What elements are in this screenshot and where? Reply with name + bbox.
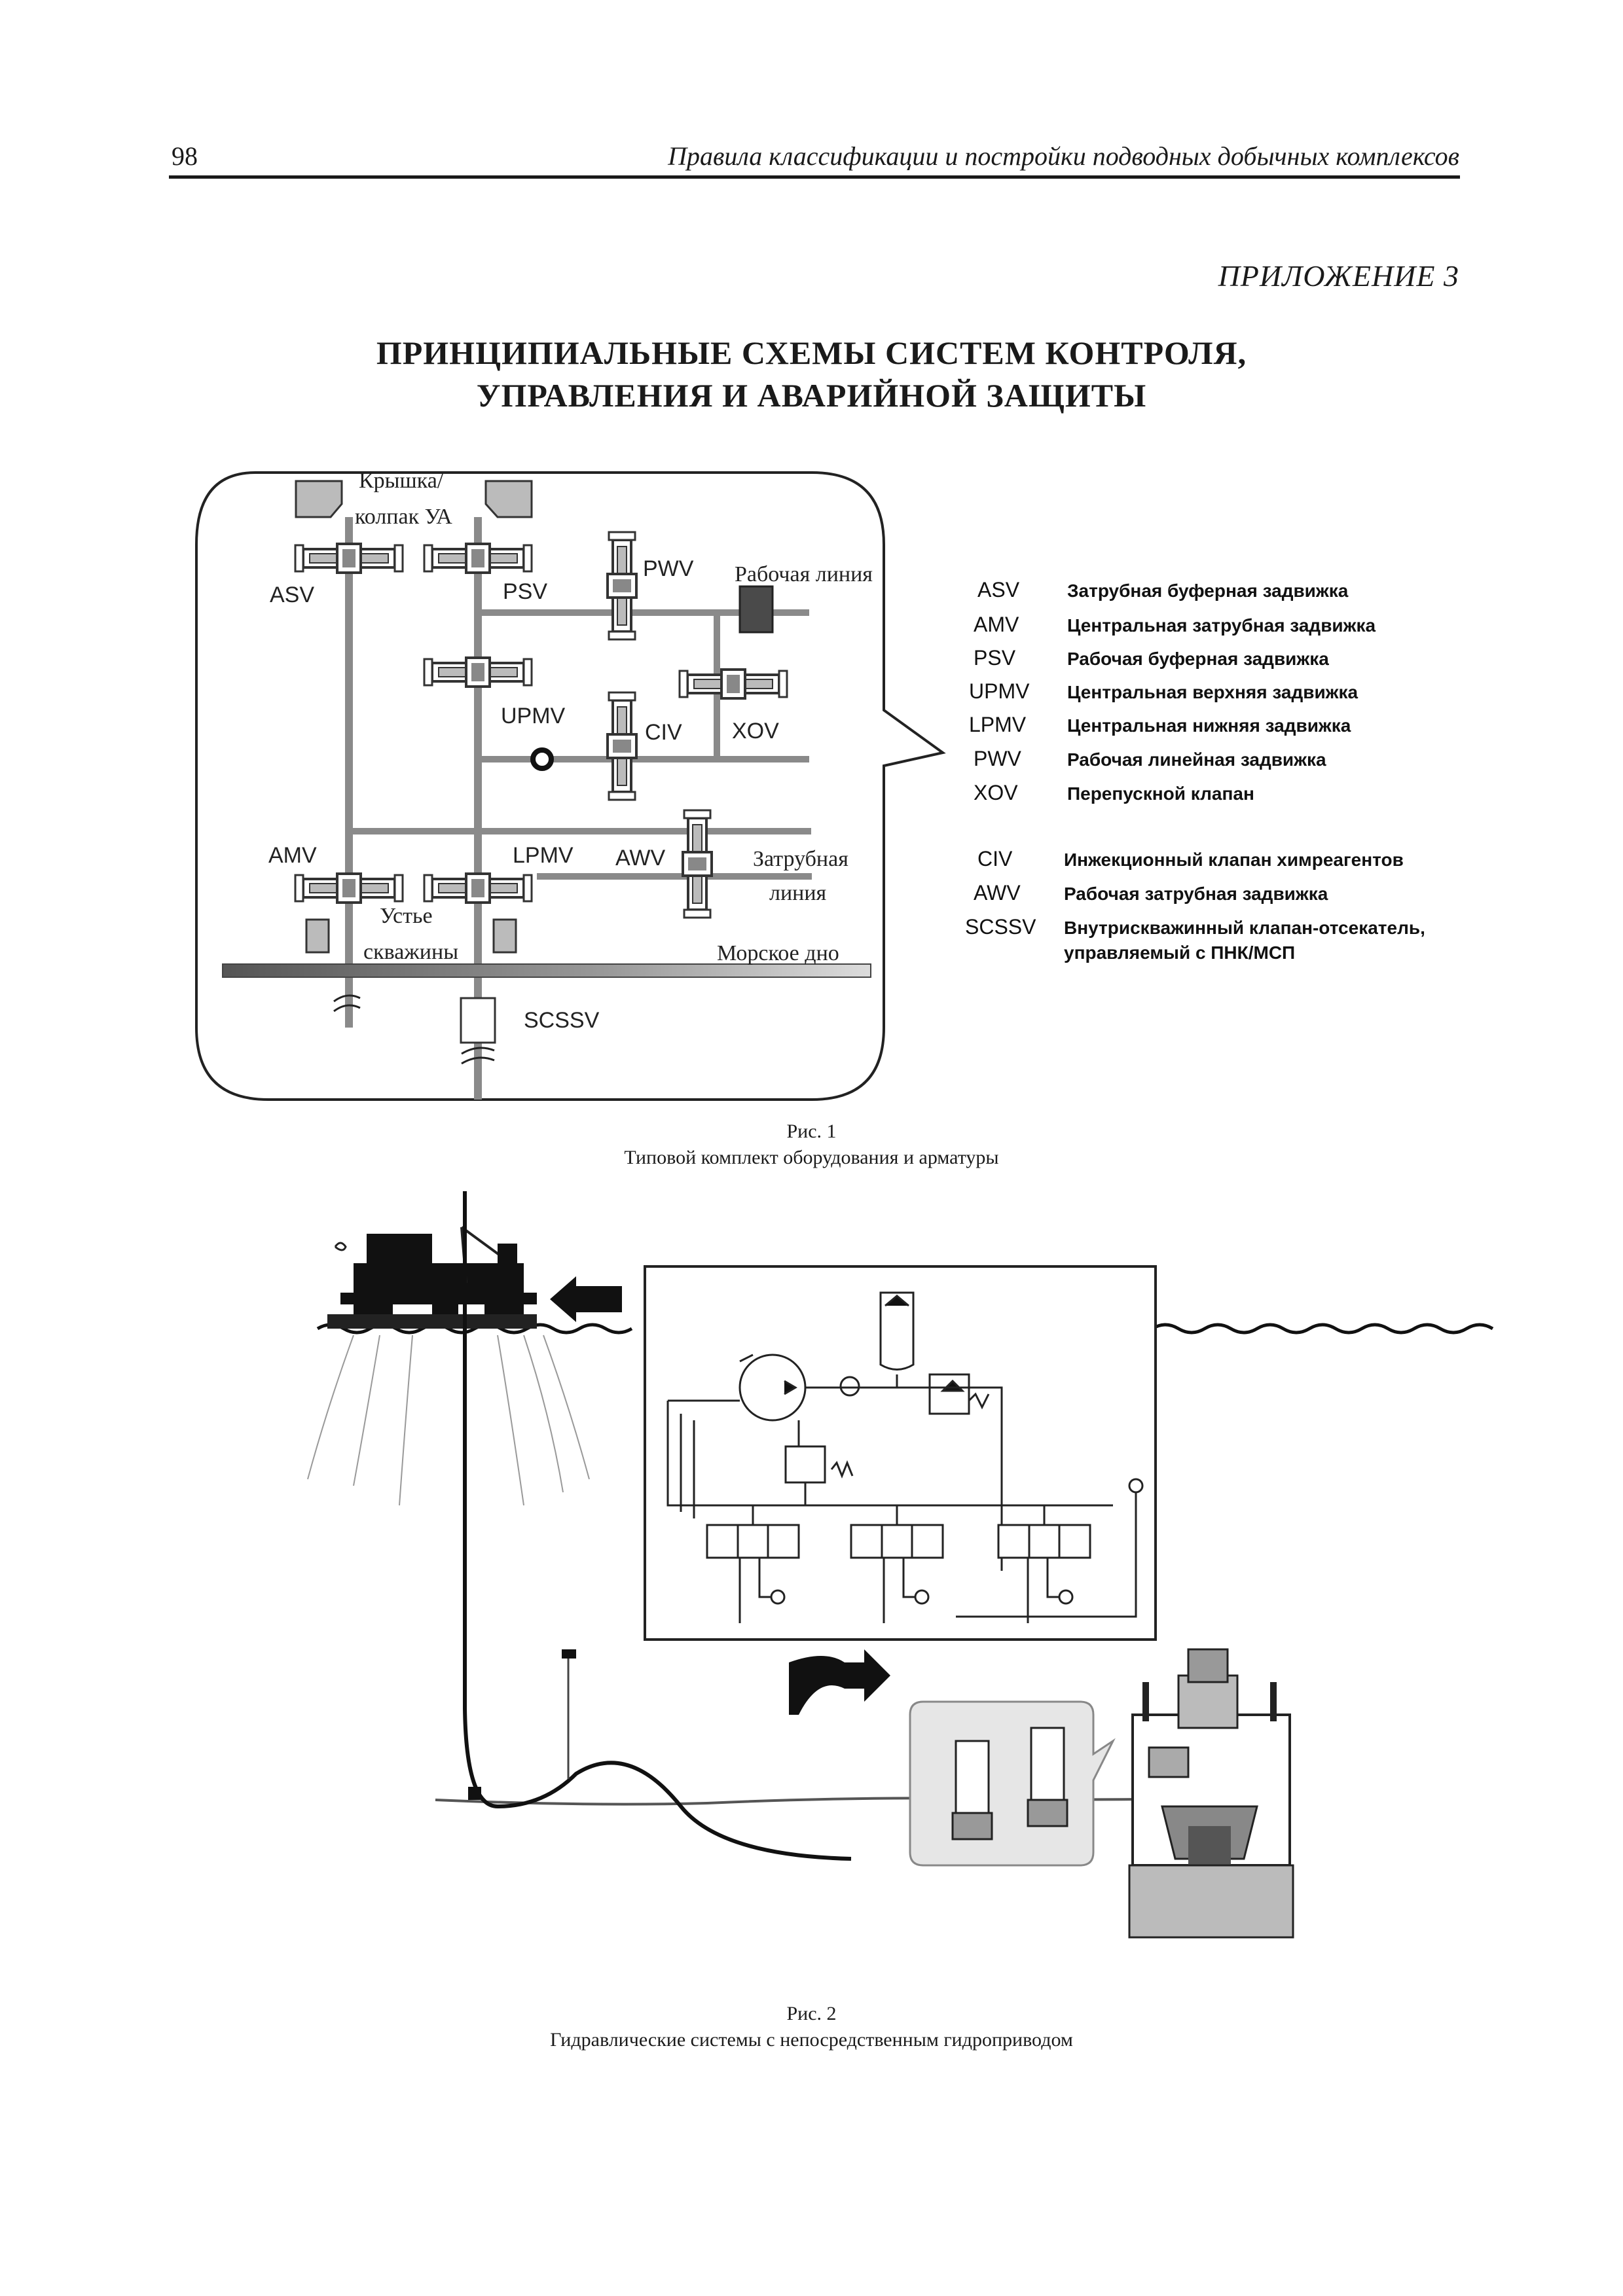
umbilical-line bbox=[463, 1191, 852, 1861]
legend-desc-scssv-2: управляемый с ПНК/МСП bbox=[1064, 942, 1295, 963]
seabed-bar bbox=[222, 963, 871, 978]
legend-code-upmv: UPMV bbox=[969, 679, 1030, 703]
legend-desc-xov: Перепускной клапан bbox=[1067, 783, 1254, 804]
header-rule bbox=[169, 175, 1460, 179]
running-header: Правила классификации и постройки подвод… bbox=[668, 141, 1459, 171]
actuator-callout bbox=[909, 1700, 1116, 1867]
legend-desc-civ: Инжекционный клапан химреагентов bbox=[1064, 850, 1404, 870]
arrow-to-panel-icon bbox=[550, 1276, 622, 1322]
legend: ASV Затрубная буферная задвижка AMV Цент… bbox=[965, 578, 1425, 963]
legend-code-xov: XOV bbox=[974, 781, 1018, 804]
legend-desc-asv: Затрубная буферная задвижка bbox=[1067, 581, 1349, 601]
curved-arrow-icon bbox=[789, 1649, 890, 1715]
production-platform bbox=[327, 1226, 537, 1329]
psv-valve bbox=[423, 543, 533, 574]
amv-valve bbox=[294, 872, 404, 904]
annulus-bore bbox=[345, 517, 353, 1028]
anchor-block-icon bbox=[468, 1787, 481, 1800]
work-line-block bbox=[739, 585, 774, 634]
page-title-line-2: УПРАВЛЕНИЯ И АВАРИЙНОЙ ЗАЩИТЫ bbox=[476, 377, 1147, 414]
legend-code-lpmv: LPMV bbox=[969, 713, 1027, 736]
xov-valve bbox=[678, 668, 788, 700]
legend-desc-lpmv: Центральная нижняя задвижка bbox=[1067, 715, 1351, 736]
legend-desc-psv: Рабочая буферная задвижка bbox=[1067, 649, 1329, 669]
figure-2-caption: Гидравлические системы с непосредственны… bbox=[550, 2029, 1073, 2051]
page-number: 98 bbox=[172, 141, 198, 171]
annulus-label-2: линия bbox=[769, 881, 827, 905]
seabed-label: Морское дно bbox=[717, 941, 839, 965]
tree-cap-right bbox=[484, 480, 533, 518]
tree-cap-left bbox=[295, 480, 343, 518]
legend-code-scssv: SCSSV bbox=[965, 915, 1036, 939]
pwv-valve bbox=[606, 531, 638, 641]
xov-label: XOV bbox=[732, 719, 779, 744]
crossover-line bbox=[353, 828, 811, 834]
annulus-label-1: Затрубная bbox=[753, 847, 848, 871]
mooring-lines bbox=[307, 1335, 590, 1506]
scssv-label: SCSSV bbox=[524, 1008, 600, 1033]
asv-label: ASV bbox=[270, 583, 314, 607]
legend-code-civ: CIV bbox=[977, 847, 1013, 870]
wellhead-label-1: Устье bbox=[380, 904, 433, 928]
figure-1-wellhead-schematic: Крышка/ колпак УА ASV PSV PWV Рабочая ли… bbox=[195, 469, 1425, 1101]
legend-desc-upmv: Центральная верхняя задвижка bbox=[1067, 682, 1359, 702]
legend-code-asv: ASV bbox=[977, 578, 1020, 601]
injection-check-valve bbox=[530, 747, 554, 771]
pwv-label: PWV bbox=[643, 556, 694, 581]
sea-surface-right bbox=[1151, 1323, 1494, 1335]
asv-valve bbox=[294, 543, 404, 574]
hydraulic-circuit bbox=[666, 1291, 1144, 1623]
upmv-valve bbox=[423, 656, 533, 688]
lpmv-valve bbox=[423, 872, 533, 904]
legend-desc-amv: Центральная затрубная задвижка bbox=[1067, 615, 1376, 636]
awv-valve bbox=[682, 809, 713, 919]
subsea-tree bbox=[1128, 1648, 1294, 1939]
seabed-line bbox=[435, 1795, 1284, 1806]
legend-code-pwv: PWV bbox=[974, 747, 1022, 770]
cap-label-1: Крышка/ bbox=[359, 469, 444, 493]
break-mark-right bbox=[461, 1047, 495, 1065]
wellhead-block-right bbox=[492, 918, 517, 954]
actuators bbox=[951, 1727, 1068, 1840]
lpmv-label: LPMV bbox=[513, 843, 574, 868]
annulus-line bbox=[537, 873, 812, 880]
injection-line bbox=[482, 756, 809, 762]
psv-label: PSV bbox=[503, 579, 547, 604]
break-mark-left bbox=[333, 994, 361, 1013]
buoy-icon bbox=[562, 1649, 576, 1659]
cap-label-2: колпак УА bbox=[355, 505, 452, 529]
civ-label: CIV bbox=[645, 720, 682, 745]
legend-desc-awv: Рабочая затрубная задвижка bbox=[1064, 884, 1328, 904]
production-line bbox=[482, 609, 809, 616]
upmv-label: UPMV bbox=[501, 704, 566, 728]
flare-icon bbox=[334, 1242, 347, 1251]
legend-code-awv: AWV bbox=[974, 881, 1021, 905]
figure-2-number: Рис. 2 bbox=[786, 2003, 837, 2024]
legend-desc-scssv: Внутрискважинный клапан-отсекатель, bbox=[1064, 918, 1425, 938]
figure-1-number: Рис. 1 bbox=[786, 1121, 837, 1142]
civ-valve bbox=[606, 691, 638, 801]
amv-label: AMV bbox=[268, 843, 317, 868]
scssv-body bbox=[460, 997, 496, 1044]
awv-label: AWV bbox=[615, 846, 666, 870]
page-title-line-1: ПРИНЦИПИАЛЬНЫЕ СХЕМЫ СИСТЕМ КОНТРОЛЯ, bbox=[376, 334, 1247, 371]
legend-code-psv: PSV bbox=[974, 646, 1016, 670]
wellhead-block-left bbox=[305, 918, 330, 954]
wellhead-label-2: скважины bbox=[363, 940, 458, 964]
legend-desc-pwv: Рабочая линейная задвижка bbox=[1067, 749, 1326, 770]
appendix-label: ПРИЛОЖЕНИЕ 3 bbox=[1218, 259, 1459, 293]
figure-1-caption: Типовой комплект оборудования и арматуры bbox=[624, 1147, 999, 1168]
legend-code-amv: AMV bbox=[974, 613, 1019, 636]
work-line-label: Рабочая линия bbox=[735, 562, 873, 586]
figure-2-hydraulic-system bbox=[307, 1191, 1494, 1939]
